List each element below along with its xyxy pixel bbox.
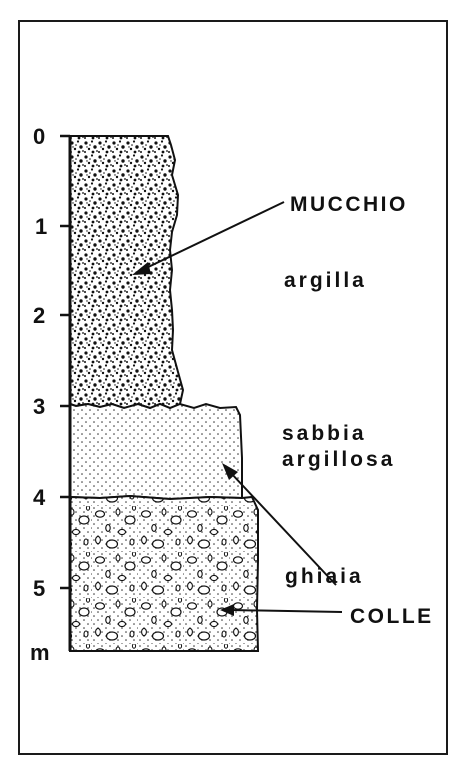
sabbia-label: sabbia — [282, 422, 367, 445]
sandy-clay-layer — [70, 404, 242, 499]
argilla-label: argilla — [284, 269, 367, 292]
argillosa-label: argillosa — [282, 448, 395, 471]
colle-label: COLLE — [350, 605, 434, 628]
clay-layer — [70, 136, 183, 408]
depth-unit-label: m — [30, 640, 50, 665]
depth-label-3: 3 — [33, 394, 45, 419]
depth-label-4: 4 — [33, 485, 46, 510]
ghiaia-label: ghiaia — [285, 565, 364, 588]
mucchio-label: MUCCHIO — [290, 193, 408, 216]
depth-label-5: 5 — [33, 576, 45, 601]
depth-label-1: 1 — [35, 214, 47, 239]
depth-label-0: 0 — [33, 124, 45, 149]
depth-label-2: 2 — [33, 303, 45, 328]
gravel-layer — [70, 496, 258, 651]
